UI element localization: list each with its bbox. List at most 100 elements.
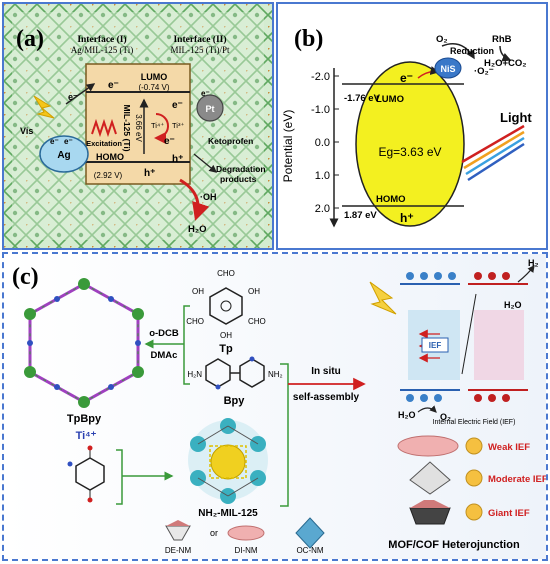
pt-electron: e⁻ xyxy=(201,89,210,98)
tp-cho-left: CHO xyxy=(186,317,204,326)
rhb-label: RhB xyxy=(492,34,512,45)
tick-minus-2: -2.0 xyxy=(311,71,330,83)
moderate-ief-label: Moderate IEF xyxy=(488,474,546,485)
giant-ief-shape xyxy=(409,507,451,525)
axis-ticks: -2.0 -1.0 0.0 1.0 2.0 xyxy=(311,71,339,215)
lumo-level-value: -1.76 eV xyxy=(344,93,381,104)
solvent-odcb: o-DCB xyxy=(149,328,179,339)
semiconductor-band-ellipse xyxy=(355,61,465,227)
tp-label: Tp xyxy=(219,343,233,355)
tick-zero: 0.0 xyxy=(315,137,330,149)
ag-electron-2: e⁻ xyxy=(64,137,73,146)
tp-molecule: CHO OH CHO OH CHO OH xyxy=(186,269,266,340)
band-gap-label: Eg=3.63 eV xyxy=(378,145,441,159)
ti-redox-cycle xyxy=(154,113,169,144)
tp-cho-right: CHO xyxy=(248,317,266,326)
mof-name-label: MIL-125 (Ti) xyxy=(122,104,132,151)
giant-smiley-icon xyxy=(465,503,483,521)
giant-ief-label: Giant IEF xyxy=(488,508,530,519)
h2o-label-left: H₂O xyxy=(398,410,416,420)
interface-2-subtitle: MIL-125 (Ti)/Pt xyxy=(171,45,230,55)
moderate-ief-shape xyxy=(409,461,451,495)
bpy-nh2-right: NH₂ xyxy=(268,370,283,379)
tp-oh-right: OH xyxy=(248,287,260,296)
ag-label: Ag xyxy=(57,150,70,161)
lumo-label: LUMO xyxy=(376,94,404,105)
tick-plus-1: 1.0 xyxy=(315,170,330,182)
oh-formation-arrow xyxy=(179,178,210,221)
interface-2-title: Interface (II) xyxy=(173,34,226,45)
moderate-smiley-icon xyxy=(465,469,483,487)
electron-lumo-1: e⁻ xyxy=(108,80,119,91)
oc-nm-label: OC-NM xyxy=(296,546,323,555)
hole-label: h⁺ xyxy=(400,211,414,225)
interface-1-subtitle: Ag/MIL-125 (Ti) xyxy=(71,45,133,55)
reduction-arrow xyxy=(441,43,475,60)
panel-a-label: (a) xyxy=(16,26,44,52)
vis-label: Vis xyxy=(20,126,33,136)
hole-homo-1: h⁺ xyxy=(144,168,155,179)
heterojunction-scheme xyxy=(400,272,528,402)
reduction-label: Reduction xyxy=(450,46,494,56)
products-label: H₂O+CO₂ xyxy=(484,58,527,69)
pt-nanoparticle xyxy=(196,94,224,122)
ief-box xyxy=(421,337,449,353)
weak-ief-shape xyxy=(397,435,459,457)
h2-label: H₂ xyxy=(528,258,539,268)
potential-axis-title: Potential (eV) xyxy=(281,110,295,183)
lumo-value: (-0.74 V) xyxy=(138,83,169,92)
panel-b-label: (b) xyxy=(294,26,323,52)
ief-title: Internal Electric Field (IEF) xyxy=(433,419,516,426)
ief-box-label: IEF xyxy=(429,341,442,350)
mof-label: NH₂-MIL-125 xyxy=(198,508,258,519)
panel-c-diagram: (c) TpBpy xyxy=(4,254,548,559)
electron-cycle: e⁻ xyxy=(164,136,175,147)
tpbpy-label: TpBpy xyxy=(67,413,102,425)
panel-a: Interface (I) Ag/MIL-125 (Ti) Interface … xyxy=(2,2,274,250)
excitation-zigzag xyxy=(91,118,117,138)
interface-1-title: Interface (I) xyxy=(77,34,126,45)
di-nm-label: DI-NM xyxy=(234,546,257,555)
tick-plus-2: 2.0 xyxy=(315,203,330,215)
heterojunction-label: MOF/COF Heterojunction xyxy=(388,539,520,551)
tp-oh-bottom: OH xyxy=(220,331,232,340)
homo-level-value: 1.87 eV xyxy=(344,210,377,221)
homo-label: HOMO xyxy=(376,194,406,205)
ti4-label: Ti⁴⁺ xyxy=(76,430,97,442)
water-label: H₂O xyxy=(188,224,206,235)
bpy-molecule: H₂N NH₂ xyxy=(187,356,283,390)
hole-homo-2: h⁺ xyxy=(172,154,183,165)
in-situ-label: In situ xyxy=(311,366,340,377)
self-assembly-label: self-assembly xyxy=(293,392,360,403)
panel-b-diagram: (b) Potential (eV) -2.0 -1.0 0.0 1.0 2.0… xyxy=(281,26,532,228)
degradation-label-1: Degradation xyxy=(216,164,266,174)
light-rays-icon xyxy=(461,124,525,182)
tick-minus-1: -1.0 xyxy=(311,104,330,116)
electron-to-ag: e⁻ xyxy=(68,92,78,102)
ag-electron-1: e⁻ xyxy=(50,137,59,146)
electron-lumo-2: e⁻ xyxy=(172,100,183,111)
pt-label: Pt xyxy=(206,104,215,114)
panel-a-diagram: Interface (I) Ag/MIL-125 (Ti) Interface … xyxy=(4,4,272,248)
de-nm-label: DE-NM xyxy=(165,546,192,555)
di-nm-shape xyxy=(227,525,265,541)
aminoterephthalic-acid-molecule xyxy=(67,445,105,503)
nh2-mil-125-crystal xyxy=(188,418,268,504)
panel-b: (b) Potential (eV) -2.0 -1.0 0.0 1.0 2.0… xyxy=(276,2,548,250)
bpy-h2n-left: H₂N xyxy=(187,370,202,379)
tp-oh-left: OH xyxy=(192,287,204,296)
visible-light-bolt-icon xyxy=(33,95,55,119)
band-gap-label: 3.66 eV xyxy=(134,114,143,142)
tpbpy-framework xyxy=(24,278,144,408)
bpy-label: Bpy xyxy=(224,395,246,407)
panel-c-label: (c) xyxy=(12,264,39,290)
weak-ief-label: Weak IEF xyxy=(488,442,530,453)
light-bolt-icon xyxy=(369,281,397,315)
nis-cocatalyst xyxy=(434,57,462,79)
oh-radical-label: ·OH xyxy=(200,192,217,202)
o2-label: O₂ xyxy=(440,412,451,422)
oxygen-label: O₂ xyxy=(436,34,448,45)
degradation-label-2: products xyxy=(220,174,257,184)
reactant-bracket xyxy=(183,305,190,385)
electron-label: e⁻ xyxy=(400,71,413,85)
